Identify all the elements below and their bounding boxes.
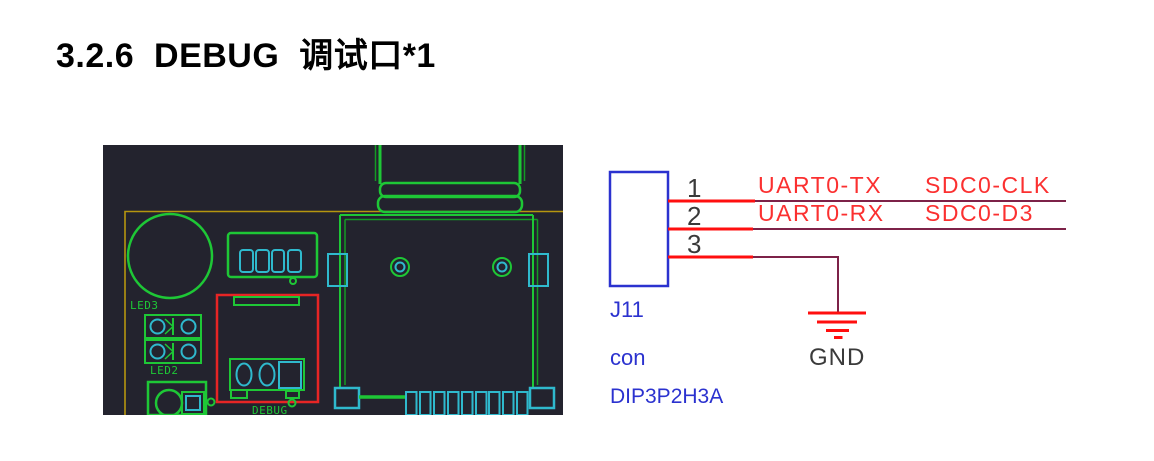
pin-wires — [668, 199, 1066, 313]
debug-connector-schematic: 1 2 3 UART0-TX SDC0-CLK UART0-RX SDC0-D3… — [608, 170, 1066, 408]
section-title: 3.2.6 DEBUG 调试口*1 — [56, 37, 436, 75]
debug-label: DEBUG — [252, 404, 288, 415]
connector-footprint: DIP3P2H3A — [610, 385, 723, 408]
led2-indicator: LED2 — [144, 339, 202, 377]
pin-3-number: 3 — [687, 229, 701, 259]
pcb-layout-image: LED3 LED2 — [103, 145, 563, 415]
net-label-sdc0-clk: SDC0-CLK — [925, 172, 1051, 198]
net-label-uart0-tx: UART0-TX — [758, 172, 882, 198]
led2-label: LED2 — [150, 364, 179, 377]
pin-1-number: 1 — [687, 173, 701, 203]
card-connector-body — [339, 214, 539, 388]
bottom-pad-row — [333, 386, 556, 415]
connector-refdes: J11 — [610, 297, 644, 322]
pcb-background — [103, 145, 563, 415]
side-pads — [327, 253, 549, 287]
four-pad-connector — [226, 231, 319, 285]
button-component — [146, 380, 216, 415]
via-holes — [390, 257, 512, 277]
gnd-symbol — [808, 311, 866, 339]
connector-device: con — [610, 345, 645, 370]
gnd-label: GND — [809, 344, 865, 371]
net-label-uart0-rx: UART0-RX — [758, 200, 885, 226]
net-label-sdc0-d3: SDC0-D3 — [925, 200, 1034, 226]
mounting-circle — [126, 212, 214, 300]
led3-label: LED3 — [130, 299, 159, 312]
pin-2-number: 2 — [687, 201, 701, 231]
debug-highlight-box: DEBUG — [215, 293, 320, 415]
usb-connector — [374, 145, 526, 214]
led3-indicator: LED3 — [130, 299, 202, 339]
connector-symbol — [608, 170, 670, 288]
